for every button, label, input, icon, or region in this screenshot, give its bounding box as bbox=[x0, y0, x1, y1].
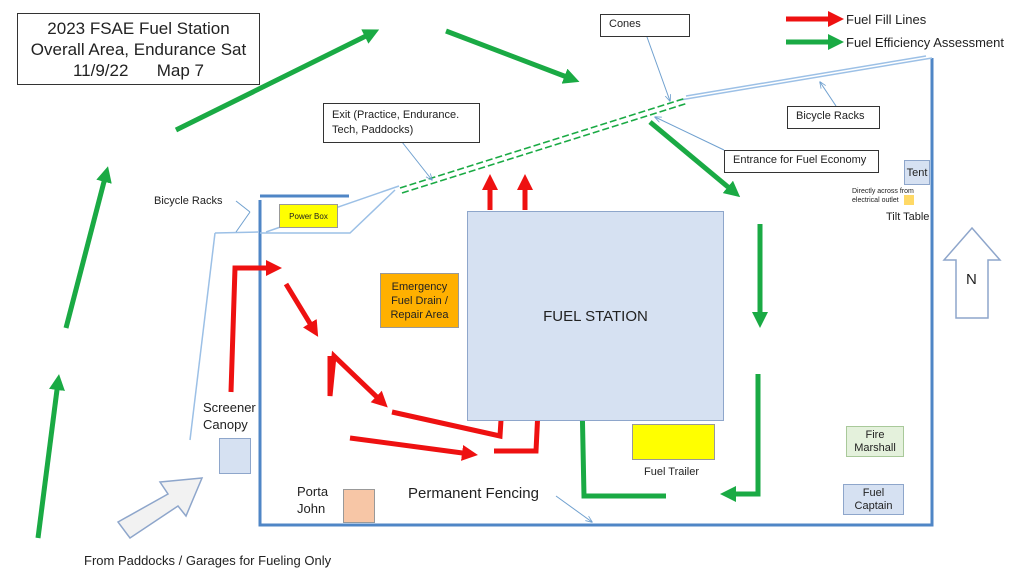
from-paddocks-label: From Paddocks / Garages for Fueling Only bbox=[84, 553, 332, 568]
fuel-captain-label: Fuel Captain bbox=[854, 486, 893, 512]
permanent-fencing-label: Permanent Fencing bbox=[408, 485, 539, 502]
red-arrow bbox=[228, 259, 283, 393]
entrance-fuel-economy-callout: Entrance for Fuel Economy bbox=[724, 150, 879, 173]
green-arrow bbox=[35, 374, 65, 539]
entry-arrow-shape bbox=[116, 477, 204, 540]
permanent-fence bbox=[258, 58, 934, 527]
green-arrow bbox=[174, 29, 380, 133]
legend-fuel-fill: Fuel Fill Lines bbox=[846, 12, 927, 27]
north-label: N bbox=[966, 271, 977, 288]
screener-canopy-label: Screener Canopy bbox=[203, 400, 256, 432]
callout-leaders bbox=[235, 36, 837, 522]
screener-canopy bbox=[219, 438, 251, 474]
green-arrow bbox=[719, 374, 761, 503]
fuel-efficiency-arrows bbox=[35, 10, 845, 539]
red-arrow bbox=[327, 350, 388, 408]
tilt-table-label: Tilt Table bbox=[886, 211, 930, 223]
fuel-station-area: FUEL STATION bbox=[467, 211, 724, 421]
green-arrow bbox=[574, 390, 666, 499]
bicycle-racks-left-label: Bicycle Racks bbox=[154, 195, 223, 207]
title-box: 2023 FSAE Fuel Station Overall Area, End… bbox=[17, 13, 260, 85]
fuel-trailer-label: Fuel Trailer bbox=[644, 466, 700, 478]
outlet-marker bbox=[904, 195, 914, 205]
outlet-note: Directly across from electrical outlet bbox=[852, 188, 914, 204]
cones-callout: Cones bbox=[600, 14, 690, 37]
green-arrow bbox=[63, 166, 112, 329]
green-arrow bbox=[648, 120, 741, 198]
red-arrow bbox=[349, 435, 478, 461]
emergency-label: Emergency Fuel Drain / Repair Area bbox=[390, 280, 449, 321]
fire-marshall-label: Fire Marshall bbox=[854, 428, 896, 454]
red-arrow bbox=[494, 402, 546, 454]
fuel-fill-arrows bbox=[228, 173, 546, 461]
title-line-3: 11/9/22 Map 7 bbox=[72, 61, 205, 80]
bicycle-racks-right-callout: Bicycle Racks bbox=[787, 106, 880, 129]
legend-fuel-efficiency: Fuel Efficiency Assessment bbox=[846, 35, 1004, 50]
fire-marshall: Fire Marshall bbox=[846, 426, 904, 457]
porta-john-label: Porta John bbox=[297, 484, 329, 516]
title-line-1: 2023 FSAE Fuel Station bbox=[47, 19, 230, 38]
north-arrow-shape bbox=[942, 226, 1002, 319]
emergency-area: Emergency Fuel Drain / Repair Area bbox=[380, 273, 459, 328]
fuel-station-label: FUEL STATION bbox=[543, 307, 648, 325]
title-line-2: Overall Area, Endurance Sat bbox=[30, 40, 247, 59]
fuel-captain: Fuel Captain bbox=[843, 484, 904, 515]
tent: Tent bbox=[904, 160, 930, 185]
power-box: Power Box bbox=[279, 204, 338, 228]
green-arrow bbox=[445, 28, 580, 84]
exit-callout: Exit (Practice, Endurance. Tech, Paddock… bbox=[323, 103, 480, 143]
power-box-label: Power Box bbox=[289, 211, 328, 221]
red-arrow bbox=[283, 282, 319, 337]
porta-john bbox=[343, 489, 375, 523]
fuel-trailer bbox=[632, 424, 715, 460]
